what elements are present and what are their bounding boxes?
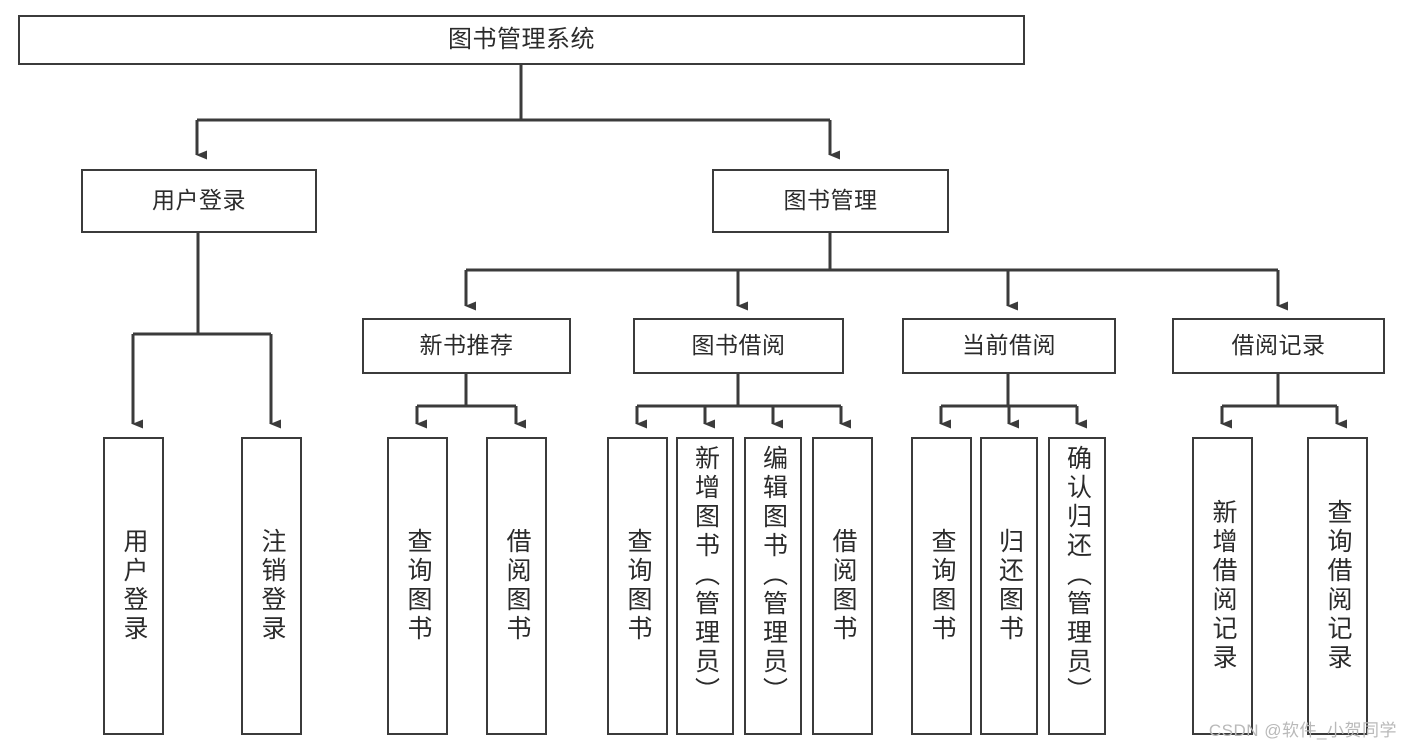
- node-label: 借阅图书: [829, 528, 857, 644]
- node-book-borrow[interactable]: 图书借阅: [633, 318, 844, 374]
- node-user-login[interactable]: 用户登录: [81, 169, 317, 233]
- node-label: 归还图书: [995, 528, 1024, 644]
- node-label: 查询图书: [404, 528, 432, 644]
- leaf-current-return-book[interactable]: 归还图书: [980, 437, 1038, 735]
- node-label: 编辑图书（管理员）: [759, 445, 788, 706]
- leaf-borrow-borrow-book[interactable]: 借阅图书: [812, 437, 873, 735]
- leaf-borrow-add-book-admin[interactable]: 新增图书（管理员）: [676, 437, 734, 735]
- node-label: 图书管理系统: [448, 25, 595, 53]
- node-label: 确认归还（管理员）: [1063, 445, 1092, 706]
- node-label: 新增图书（管理员）: [691, 445, 720, 706]
- leaf-current-query-book[interactable]: 查询图书: [911, 437, 972, 735]
- node-label: 图书借阅: [691, 332, 786, 359]
- node-label: 图书管理: [783, 187, 878, 214]
- leaf-borrow-query-book[interactable]: 查询图书: [607, 437, 668, 735]
- node-label: 查询图书: [928, 528, 956, 644]
- node-label: 当前借阅: [962, 332, 1056, 359]
- leaf-new-book-borrow-book[interactable]: 借阅图书: [486, 437, 547, 735]
- leaf-user-login[interactable]: 用户登录: [103, 437, 164, 735]
- node-borrow-record[interactable]: 借阅记录: [1172, 318, 1385, 374]
- leaf-new-book-query-book[interactable]: 查询图书: [387, 437, 448, 735]
- watermark-text: CSDN @软件_小贺同学: [1208, 721, 1397, 740]
- leaf-logout[interactable]: 注销登录: [241, 437, 302, 735]
- leaf-record-query-borrow-record[interactable]: 查询借阅记录: [1307, 437, 1368, 735]
- node-book-management[interactable]: 图书管理: [712, 169, 949, 233]
- node-label: 用户登录: [152, 187, 246, 214]
- node-new-book-recommend[interactable]: 新书推荐: [362, 318, 571, 374]
- node-label: 查询图书: [624, 528, 652, 644]
- node-label: 注销登录: [258, 528, 286, 644]
- node-root-book-management-system[interactable]: 图书管理系统: [18, 15, 1025, 65]
- leaf-current-confirm-return-admin[interactable]: 确认归还（管理员）: [1048, 437, 1106, 735]
- node-label: 新书推荐: [419, 332, 514, 359]
- leaf-borrow-edit-book-admin[interactable]: 编辑图书（管理员）: [744, 437, 802, 735]
- leaf-record-add-borrow-record[interactable]: 新增借阅记录: [1192, 437, 1253, 735]
- node-label: 查询借阅记录: [1324, 499, 1352, 673]
- node-label: 新增借阅记录: [1209, 499, 1237, 673]
- node-label: 用户登录: [120, 528, 148, 644]
- node-current-borrow[interactable]: 当前借阅: [902, 318, 1116, 374]
- node-label: 借阅图书: [503, 528, 531, 644]
- node-label: 借阅记录: [1231, 332, 1326, 359]
